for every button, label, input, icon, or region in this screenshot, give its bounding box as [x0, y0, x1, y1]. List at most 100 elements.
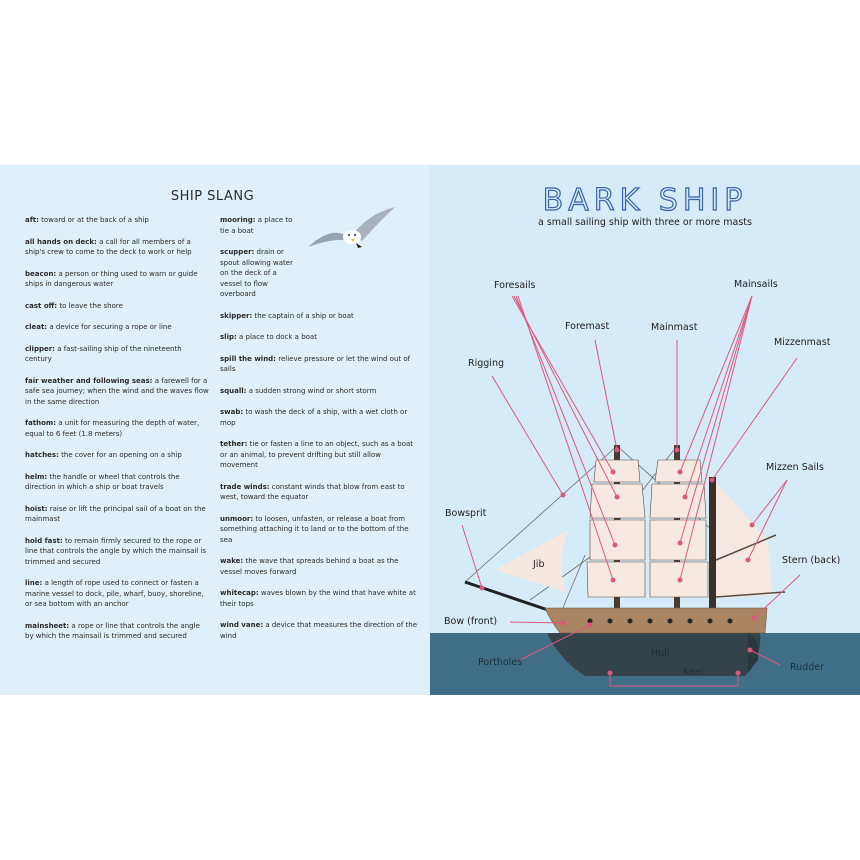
bowsprit: [464, 580, 549, 612]
glossary-term: fair weather and following seas:: [25, 376, 153, 385]
book-spread: SHIP SLANG aft: toward or at the back of…: [0, 165, 860, 695]
glossary-term: helm:: [25, 472, 48, 481]
glossary-definition: a person or thing used to warn or guide …: [25, 269, 198, 289]
glossary-definition: constant winds that blow from east to we…: [220, 482, 405, 502]
glossary-definition: relieve pressure or let the wind out of …: [220, 354, 411, 374]
glossary-definition: waves blown by the wind that have white …: [220, 589, 416, 608]
glossary-entry: all hands on deck: a call for all member…: [25, 237, 210, 258]
label-stern: Stern (back): [782, 555, 841, 566]
glossary-definition: a farewell for a safe sea journey; when …: [25, 376, 209, 406]
glossary-definition: drain or spout allowing water on the dec…: [220, 248, 293, 298]
diagram-subtitle: a small sailing ship with three or more …: [538, 217, 752, 228]
glossary-definition: a sudden strong wind or short storm: [246, 386, 377, 395]
glossary-definition: a place to tie a boat: [220, 216, 293, 235]
label-portholes: Portholes: [478, 657, 523, 668]
label-hull: Hull: [651, 648, 670, 659]
glossary-term: fathom:: [25, 419, 57, 427]
glossary-definition: the handle or wheel that controls the di…: [25, 472, 180, 492]
glossary-entry: fair weather and following seas: a farew…: [25, 376, 210, 408]
page-title: SHIP SLANG: [170, 189, 255, 204]
glossary-term: all hands on deck:: [25, 237, 97, 246]
glossary-entry: wake: the wave that spreads behind a boa…: [220, 556, 420, 577]
pointer-lines: [461, 295, 801, 687]
mizzenmast: [709, 477, 716, 610]
glossary-entry: hatches: the cover for an opening on a s…: [25, 450, 210, 461]
glossary-entry: scupper: drain or spout allowing water o…: [220, 247, 295, 300]
glossary-definition: a place to dock a boat: [236, 333, 317, 341]
portholes: [587, 618, 733, 624]
glossary-term: beacon:: [25, 269, 57, 278]
label-jib: Jib: [533, 559, 545, 570]
glossary-term: line:: [25, 579, 43, 587]
glossary-term: tether:: [220, 440, 248, 448]
glossary-definition: the wave that spreads behind a boat as t…: [220, 557, 399, 576]
label-mainmast: Mainmast: [651, 322, 698, 333]
rudder: [748, 633, 759, 672]
glossary-entry: trade winds: constant winds that blow fr…: [220, 482, 420, 503]
glossary-entry: squall: a sudden strong wind or short st…: [220, 386, 420, 397]
glossary-term: whitecap:: [220, 589, 259, 597]
label-foresails: Foresails: [494, 280, 536, 291]
glossary-entry: aft: toward or at the back of a ship: [25, 215, 210, 226]
glossary-definition: a device for securing a rope or line: [47, 323, 172, 331]
ship-slang-page: SHIP SLANG aft: toward or at the back of…: [0, 165, 430, 695]
glossary-entry: mooring: a place to tie a boat: [220, 215, 295, 236]
label-bow: Bow (front): [444, 616, 498, 627]
glossary-entry: slip: a place to dock a boat: [220, 332, 420, 343]
glossary-entry: cast off: to leave the shore: [25, 301, 210, 312]
glossary-entry: line: a length of rope used to connect o…: [25, 578, 210, 610]
glossary-term: skipper:: [220, 311, 253, 320]
label-mainsails: Mainsails: [734, 279, 778, 290]
glossary-definition: a rope or line that controls the angle b…: [25, 621, 200, 641]
glossary-entry: skipper: the captain of a ship or boat: [220, 311, 420, 322]
label-mizzenmast: Mizzenmast: [774, 337, 831, 348]
glossary-term: mainsheet:: [25, 621, 70, 630]
jib-sail: [495, 530, 568, 592]
glossary-entry: spill the wind: relieve pressure or let …: [220, 354, 420, 375]
glossary-definition: to loosen, unfasten, or release a boat f…: [220, 514, 409, 544]
glossary-definition: the captain of a ship or boat: [252, 311, 354, 320]
glossary-entry: mainsheet: a rope or line that controls …: [25, 621, 210, 642]
label-rigging: Rigging: [468, 358, 504, 369]
glossary-definition: a length of rope used to connect or fast…: [25, 579, 204, 608]
mizzen-sails: [716, 482, 772, 598]
glossary-definition: a fast-sailing ship of the nineteenth ce…: [25, 344, 182, 364]
glossary-term: wind vane:: [220, 621, 264, 629]
glossary-definition: to leave the shore: [57, 301, 123, 310]
glossary-term: trade winds:: [220, 482, 270, 491]
glossary-entry: hoist: raise or lift the principal sail …: [25, 504, 210, 525]
glossary-term: unmoor:: [220, 514, 254, 523]
glossary-column-2: mooring: a place to tie a boat scupper: d…: [220, 215, 420, 652]
glossary-term: clipper:: [25, 344, 55, 353]
glossary-definition: a device that measures the direction of …: [220, 621, 417, 640]
glossary-entry: tether: tie or fasten a line to an objec…: [220, 439, 420, 471]
glossary-entry: wind vane: a device that measures the di…: [220, 620, 420, 641]
glossary-term: squall:: [220, 386, 247, 395]
diagram-title: BARK SHIP: [542, 182, 748, 218]
glossary-definition: toward or at the back of a ship: [38, 216, 149, 224]
glossary-definition: the cover for an opening on a ship: [58, 451, 182, 459]
glossary-definition: tie or fasten a line to an object, such …: [220, 440, 414, 469]
glossary-entry: hold fast: to remain firmly secured to t…: [25, 536, 210, 568]
hull-underwater: [547, 633, 761, 676]
glossary-term: scupper:: [220, 248, 255, 256]
pointer-dots: [479, 447, 757, 676]
glossary-column-1: aft: toward or at the back of a ship all …: [25, 215, 210, 653]
bark-ship-page: BARK SHIP a small sailing ship with thre…: [430, 165, 860, 695]
glossary-term: wake:: [220, 557, 244, 565]
glossary-entry: fathom: a unit for measuring the depth o…: [25, 418, 210, 439]
foresails: [586, 459, 646, 598]
glossary-term: cast off:: [25, 301, 58, 310]
glossary-term: hatches:: [25, 451, 59, 459]
glossary-term: slip:: [220, 333, 237, 341]
glossary-entry: swab: to wash the deck of a ship, with a…: [220, 407, 420, 428]
glossary-term: hold fast:: [25, 536, 63, 545]
glossary-entry: helm: the handle or wheel that controls …: [25, 472, 210, 493]
glossary-definition: raise or lift the principal sail of a bo…: [25, 504, 206, 524]
label-mizzen-sails: Mizzen Sails: [766, 462, 824, 473]
glossary-term: swab:: [220, 408, 244, 416]
ship-diagram: [430, 295, 860, 695]
mainsails: [649, 459, 709, 598]
label-keel: Keel: [683, 667, 704, 678]
glossary-definition: a call for all members of a ship's crew …: [25, 237, 192, 257]
